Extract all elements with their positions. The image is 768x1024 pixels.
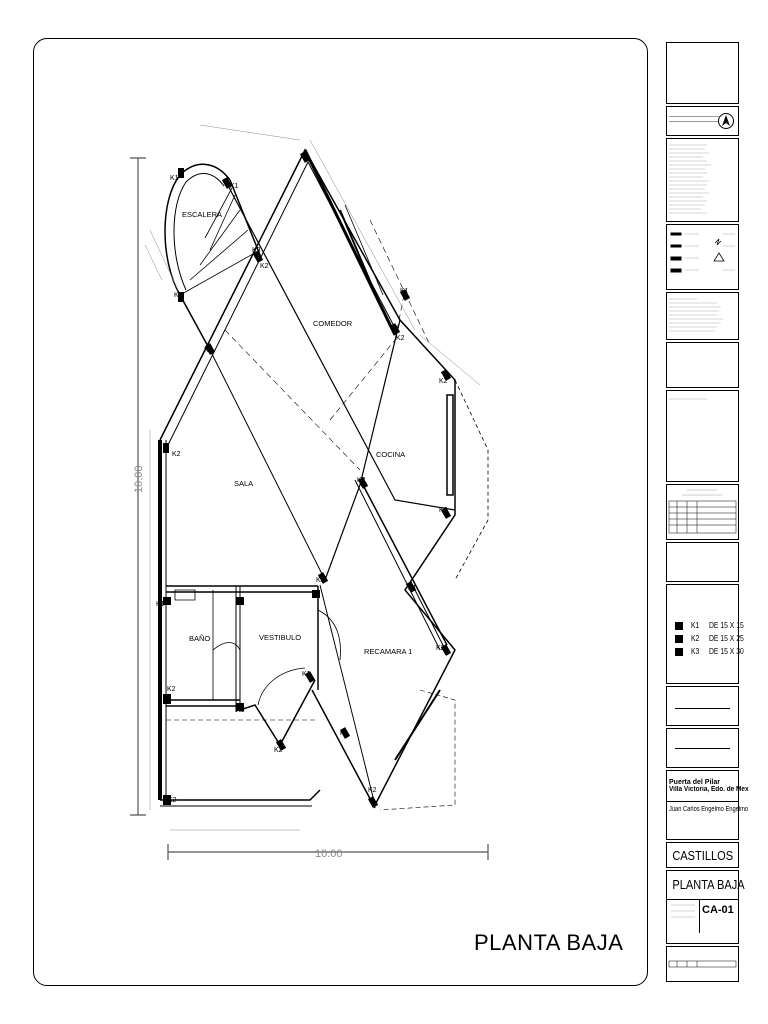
wall — [159, 148, 456, 806]
plan-name: PLANTA BAJA — [672, 877, 745, 892]
room-label-comedor: COMEDOR — [313, 319, 353, 328]
title-block-empty-1 — [666, 342, 739, 388]
castillo-tag: K1 — [340, 730, 349, 737]
castillo-tag: K2 — [439, 378, 448, 385]
castillo-tag: K2 — [316, 577, 325, 584]
castillo-tag: K2 — [368, 787, 377, 794]
room-label-cocina: COCINA — [376, 450, 405, 459]
wall — [362, 484, 448, 646]
north-arrow-icon — [718, 113, 734, 129]
castillo-tag: K1 — [236, 707, 245, 714]
castillo-tag: K2 — [172, 451, 181, 458]
castillo-tag: K2 — [167, 686, 176, 693]
plan-type: CASTILLOS — [672, 848, 734, 863]
title-block-table — [666, 484, 739, 540]
revision-box — [666, 946, 739, 982]
castillo-tag: K2 — [274, 747, 283, 754]
project-line-1: Puerta del Pilar — [669, 779, 720, 786]
signature-box-1 — [666, 686, 739, 726]
wall — [224, 179, 456, 511]
legend-spec: DE 15 X 15 — [708, 621, 744, 630]
legend-swatch — [675, 621, 683, 630]
title-block-notes — [666, 138, 739, 222]
project-info: Puerta del Pilar Villa Victoria, Edo. de… — [666, 770, 749, 840]
castillo-tag: K1 — [408, 585, 417, 592]
title-block-empty-3 — [666, 542, 739, 582]
castillo-tag: K1 — [156, 601, 165, 608]
title-block-symbols — [666, 224, 739, 290]
wall — [209, 349, 326, 581]
wall — [354, 479, 441, 651]
legend-swatch — [675, 634, 683, 643]
wall — [324, 319, 401, 581]
project-line-2: Villa Victoria, Edo. de Mex — [669, 786, 749, 793]
castillo-tag: K1 — [174, 292, 183, 299]
castillo-tag: K2 — [204, 347, 213, 354]
castillo-tag: K1 — [302, 671, 311, 678]
wall — [311, 689, 376, 809]
castillo-tag: K2 — [436, 645, 445, 652]
dimension-height: 10.00 — [133, 465, 145, 493]
wall — [414, 589, 449, 656]
title-block-specs — [666, 292, 739, 340]
castillo-tag: K1 — [170, 175, 179, 182]
room-label-sala: SALA — [234, 479, 253, 488]
legend-row-k2: K2 DE 15 X 25 — [675, 634, 744, 643]
sheet-title: PLANTA BAJA — [474, 930, 624, 955]
legend-spec: DE 15 X 25 — [708, 634, 744, 643]
sheet-code: CA-01 — [702, 904, 734, 916]
title-block-logo — [666, 42, 739, 104]
legend-tag: K3 — [691, 647, 700, 656]
dimension-width: 10.00 — [315, 848, 343, 860]
room-label-bano: BAÑO — [189, 634, 210, 643]
legend-tag: K1 — [691, 621, 700, 630]
drawing-sheet — [33, 38, 648, 986]
wall — [303, 149, 397, 336]
title-block-north — [666, 106, 739, 136]
castillo-tag: K2 — [396, 335, 405, 342]
wall — [160, 789, 321, 801]
legend-row-k3: K3 DE 15 X 30 — [675, 647, 744, 656]
stair-arc — [173, 173, 225, 291]
legend-spec: DE 15 X 30 — [708, 647, 744, 656]
legend-swatch — [675, 647, 683, 656]
castillo-tag: K2 — [252, 247, 261, 254]
castillo-tag: K2 — [357, 477, 366, 484]
owner-name: Juan Carlos Engelmo Engelmo — [669, 806, 749, 813]
castillo-tag: K2 — [260, 263, 269, 270]
wall — [239, 679, 316, 747]
title-block-empty-2 — [666, 390, 739, 482]
room-label-vestibulo: VESTIBULO — [259, 633, 301, 642]
castillo-tag: K1 — [230, 183, 239, 190]
plan-name-box: PLANTA BAJA CA-01 — [666, 870, 745, 944]
wall — [167, 160, 397, 446]
castillo-tag: K2 — [439, 507, 448, 514]
plan-type-box: CASTILLOS — [666, 842, 739, 868]
castillo-tag: K2 — [168, 797, 177, 804]
castillo-tag: K1 — [400, 288, 409, 295]
castillos-legend: K1 DE 15 X 15 K2 DE 15 X 25 K3 DE 15 X 3… — [666, 584, 744, 684]
room-label-escalera: ESCALERA — [182, 210, 222, 219]
legend-row-k1: K1 DE 15 X 15 — [675, 621, 744, 630]
stair-arc — [164, 163, 231, 296]
room-label-recamara: RECAMARA 1 — [364, 647, 412, 656]
wall — [319, 584, 376, 806]
signature-box-2 — [666, 728, 739, 768]
legend-tag: K2 — [691, 634, 700, 643]
